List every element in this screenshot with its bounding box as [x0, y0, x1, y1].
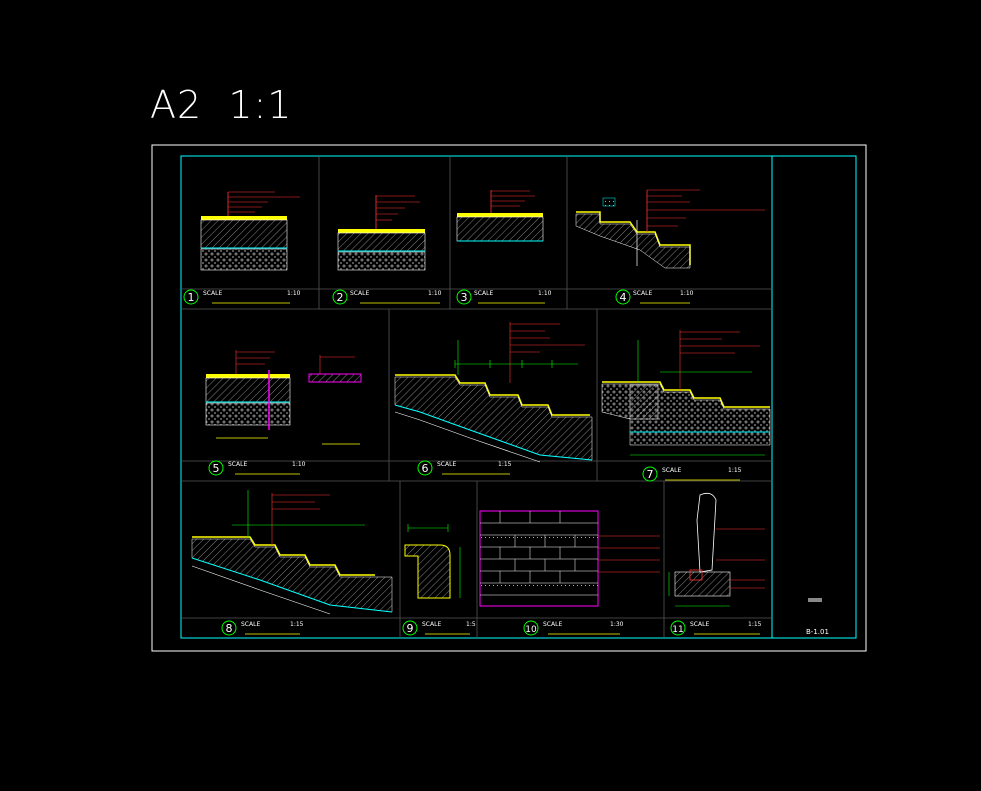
detail-4-number: 4 — [620, 291, 627, 304]
detail-8-number: 8 — [226, 622, 233, 635]
detail-5-section — [205, 350, 362, 445]
detail-6-scale-value: 1:15 — [498, 461, 512, 468]
detail-10-section — [479, 510, 660, 607]
detail-10-scale-value: 1:30 — [610, 621, 624, 628]
detail-4-scale-label: SCALE — [633, 290, 652, 297]
detail-5-bubble — [208, 460, 224, 476]
detail-3-scale-value: 1:10 — [538, 290, 552, 297]
detail-9-scale-label: SCALE — [422, 621, 441, 628]
detail-9-bubble — [402, 620, 418, 636]
detail-7-number: 7 — [647, 468, 654, 481]
detail-8-bubble — [221, 620, 237, 636]
detail-11-bubble — [670, 620, 686, 636]
detail-10-number: 10 — [525, 625, 537, 635]
detail-2-scale-value: 1:10 — [428, 290, 442, 297]
detail-10-bubble — [523, 620, 539, 636]
detail-10-scale-label: SCALE — [543, 621, 562, 628]
detail-8-scale-value: 1:15 — [290, 621, 304, 628]
detail-11-section — [668, 492, 765, 607]
detail-5-scale-label: SCALE — [228, 461, 247, 468]
detail-1-section — [200, 191, 300, 271]
detail-6-section — [394, 322, 593, 463]
detail-11-number: 11 — [672, 625, 683, 635]
detail-4-scale-value: 1:10 — [680, 290, 694, 297]
detail-3-scale-label: SCALE — [474, 290, 493, 297]
detail-4-section — [575, 189, 765, 269]
drawing-number: B-1.01 — [806, 628, 829, 636]
detail-2-section — [337, 195, 426, 271]
detail-2-bubble — [332, 289, 348, 305]
detail-5-number: 5 — [213, 462, 220, 475]
detail-7-bubble — [642, 466, 658, 482]
detail-2-number: 2 — [337, 291, 344, 304]
detail-3-number: 3 — [461, 291, 468, 304]
detail-9-number: 9 — [407, 622, 414, 635]
title-stamp — [808, 598, 822, 602]
panel-grid — [181, 156, 772, 638]
sheet-frame — [151, 144, 867, 652]
detail-4-bubble — [615, 289, 631, 305]
detail-7-scale-label: SCALE — [662, 467, 681, 474]
detail-9-scale-value: 1:5 — [466, 621, 476, 628]
drawing-border — [180, 155, 857, 639]
detail-3-bubble — [456, 289, 472, 305]
sheet-title: A2 1:1 — [150, 83, 293, 127]
detail-9-section — [404, 524, 461, 599]
detail-11-scale-value: 1:15 — [748, 621, 762, 628]
detail-1-scale-label: SCALE — [203, 290, 222, 297]
detail-1-scale-value: 1:10 — [287, 290, 301, 297]
detail-1-number: 1 — [188, 291, 195, 304]
detail-6-scale-label: SCALE — [437, 461, 456, 468]
detail-7-section — [601, 330, 771, 456]
detail-1-bubble — [183, 289, 199, 305]
detail-11-scale-label: SCALE — [690, 621, 709, 628]
detail-8-scale-label: SCALE — [241, 621, 260, 628]
detail-7-scale-value: 1:15 — [728, 467, 742, 474]
detail-2-scale-label: SCALE — [350, 290, 369, 297]
detail-8-section — [191, 490, 393, 615]
detail-3-section — [456, 190, 544, 242]
detail-6-number: 6 — [422, 462, 429, 475]
detail-5-scale-value: 1:10 — [292, 461, 306, 468]
detail-6-bubble — [417, 460, 433, 476]
